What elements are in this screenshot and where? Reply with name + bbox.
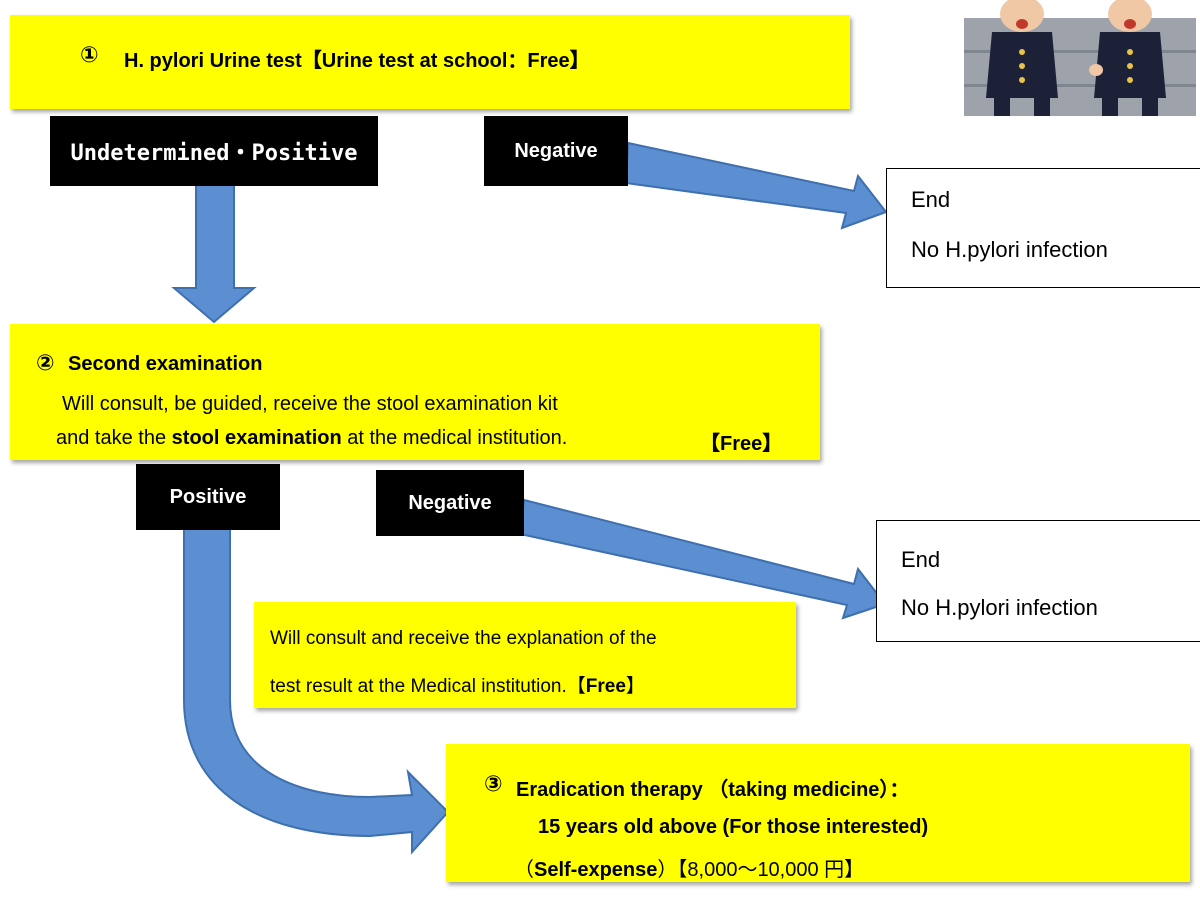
step2-line2-pre: and take the	[56, 427, 172, 449]
consult-free: Free	[585, 676, 626, 697]
label-negative-2: Negative	[376, 470, 524, 536]
students-illustration	[964, 0, 1196, 116]
step3-paren-close: ）	[657, 859, 678, 881]
step2-number: ②	[36, 350, 55, 375]
label-positive-2-text: Positive	[169, 485, 247, 508]
step2-title: Second examination	[68, 353, 263, 375]
arrow-negative-to-end-2	[518, 498, 887, 620]
consult-line2: test result at the Medical institution.【…	[270, 671, 645, 698]
consult-box: Will consult and receive the explanation…	[254, 602, 796, 708]
step3-price: 【8,000～10,000 円】	[677, 859, 865, 881]
step3-cost: （Self-expense）【8,000～10,000 円】	[514, 853, 864, 882]
label-undetermined-positive-text: Undetermined・Positive	[70, 141, 358, 166]
step2-free-tag: 【Free】	[700, 433, 783, 455]
end-2-label: End	[901, 547, 941, 572]
step2-line1: Will consult, be guided, receive the sto…	[62, 393, 558, 415]
step3-age-note: 15 years old above (For those interested…	[538, 816, 929, 838]
step2-line2-post: at the medical institution.	[341, 427, 568, 449]
end-box-1: End No H.pylori infection	[886, 168, 1200, 288]
step3-self-expense: Self-expense	[534, 859, 658, 881]
arrow-curve-to-step3	[183, 519, 450, 855]
consult-line2-pre: test result at the Medical institution.	[270, 676, 567, 697]
step3-paren-open: （	[514, 859, 534, 881]
label-positive-2: Positive	[136, 464, 280, 530]
label-negative-1-text: Negative	[514, 139, 598, 162]
consult-bracket-close: 】	[625, 676, 645, 697]
label-negative-2-text: Negative	[408, 491, 492, 514]
step3-number: ③	[484, 771, 503, 796]
end-box-2: End No H.pylori infection	[876, 520, 1200, 642]
consult-line1: Will consult and receive the explanation…	[270, 628, 657, 649]
label-undetermined-positive: Undetermined・Positive	[50, 116, 378, 186]
step2-line2: and take the stool examination at the me…	[56, 427, 567, 450]
end-1-text: No H.pylori infection	[911, 237, 1108, 262]
step1-box: ① H. pylori Urine test【Urine test at sch…	[10, 15, 850, 109]
step1-title: H. pylori Urine test【Urine test at schoo…	[124, 50, 590, 72]
step1-number: ①	[80, 42, 99, 67]
end-2-text: No H.pylori infection	[901, 595, 1098, 620]
label-negative-1: Negative	[484, 116, 628, 186]
step3-title: Eradication therapy （taking medicine）：	[516, 779, 910, 801]
consult-bracket-open: 【	[566, 676, 586, 697]
arrow-down-to-step2	[171, 171, 257, 324]
end-1-label: End	[911, 187, 951, 212]
arrow-negative-to-end-1	[624, 141, 888, 230]
student-right	[1089, 0, 1166, 116]
step3-box: ③ Eradication therapy （taking medicine）：…	[446, 744, 1190, 882]
step2-line2-bold: stool examination	[171, 427, 342, 449]
student-left	[986, 0, 1058, 116]
step2-box: ② Second examination Will consult, be gu…	[10, 324, 820, 460]
